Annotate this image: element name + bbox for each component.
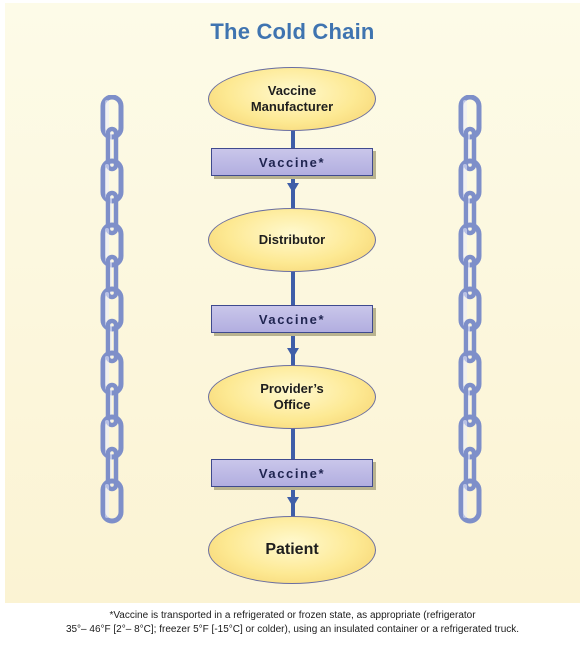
chain-link — [463, 446, 477, 492]
diagram-title: The Cold Chain — [210, 19, 375, 44]
chain-link-highlight — [110, 452, 112, 486]
node-vaccine-manufacturer: Vaccine Manufacturer — [208, 67, 376, 131]
chain-right-icon — [458, 95, 482, 524]
chain-link — [105, 318, 119, 364]
chain-link-highlight — [105, 100, 109, 134]
footnote: *Vaccine is transported in a refrigerate… — [0, 609, 585, 637]
chain-link — [463, 318, 477, 364]
chain-link-highlight — [105, 484, 109, 518]
chain-link-highlight — [110, 324, 112, 358]
footnote-line-2: 35°– 46°F [2°– 8°C]; freezer 5°F [-15°C]… — [65, 624, 520, 635]
chain-link-highlight — [468, 132, 470, 166]
node-label: Provider’s Office — [260, 381, 324, 412]
arrow-3 — [287, 497, 299, 507]
chain-link-highlight — [105, 164, 109, 198]
chain-link — [105, 254, 119, 300]
transfer-box-1: Vaccine* — [211, 148, 373, 176]
chain-link-highlight — [463, 228, 467, 262]
chain-link-highlight — [463, 100, 467, 134]
transfer-label: Vaccine* — [258, 154, 326, 170]
transfer-box-3: Vaccine* — [211, 459, 373, 487]
arrow-1 — [287, 183, 299, 193]
node-providers-office: Provider’s Office — [208, 365, 376, 429]
chain-link-highlight — [105, 356, 109, 390]
chain-link-highlight — [105, 420, 109, 454]
chain-link — [458, 478, 482, 524]
chain-link-highlight — [463, 484, 467, 518]
node-label: Patient — [265, 541, 319, 558]
chain-link-highlight — [110, 388, 112, 422]
chain-link — [463, 190, 477, 236]
chain-left-icon — [100, 95, 124, 524]
chain-link-highlight — [110, 132, 112, 166]
transfer-label: Vaccine* — [258, 311, 326, 327]
chain-link-highlight — [468, 260, 470, 294]
diagram-panel: The Cold Chain Vaccine Manufacturer Vacc… — [5, 3, 580, 603]
footnote-line-1: *Vaccine is transported in a refrigerate… — [109, 610, 476, 621]
chain-link-highlight — [463, 356, 467, 390]
chain-link-highlight — [468, 324, 470, 358]
node-label: Vaccine Manufacturer — [250, 83, 334, 114]
node-label: Distributor — [258, 232, 326, 247]
chain-link-highlight — [105, 292, 109, 326]
chain-link — [105, 446, 119, 492]
chain-link — [105, 190, 119, 236]
chain-link — [463, 126, 477, 172]
transfer-label: Vaccine* — [258, 465, 326, 481]
chain-link — [463, 382, 477, 428]
chain-link — [100, 478, 124, 524]
chain-link-highlight — [463, 420, 467, 454]
chain-link — [105, 382, 119, 428]
node-distributor: Distributor — [208, 208, 376, 272]
chain-link-highlight — [105, 228, 109, 262]
chain-link-highlight — [468, 388, 470, 422]
transfer-box-2: Vaccine* — [211, 305, 373, 333]
node-patient: Patient — [208, 516, 376, 584]
chain-link-highlight — [110, 260, 112, 294]
chain-link — [463, 254, 477, 300]
chain-link-highlight — [463, 292, 467, 326]
chain-link-highlight — [468, 452, 470, 486]
chain-link-highlight — [468, 196, 470, 230]
arrow-2 — [287, 348, 299, 358]
chain-link-highlight — [463, 164, 467, 198]
chain-link-highlight — [110, 196, 112, 230]
chain-link — [105, 126, 119, 172]
